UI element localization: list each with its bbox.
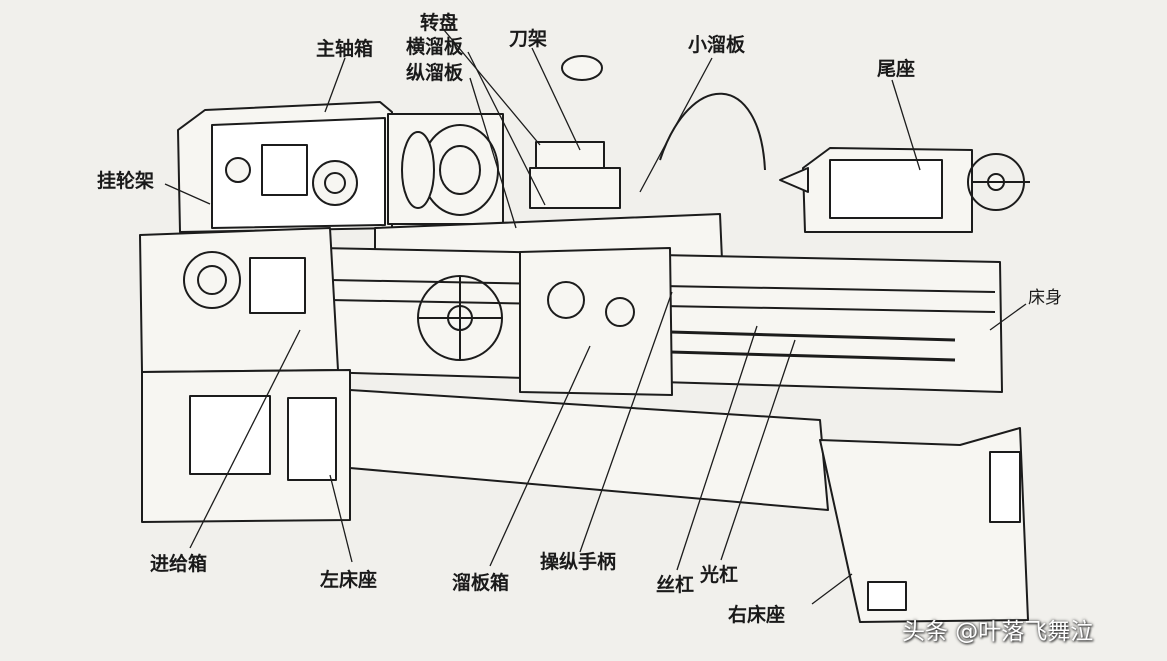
label-change-gear-frame: 挂轮架 [97,170,155,192]
feed-box [139,227,339,373]
label-feed-box: 进给箱 [150,553,208,575]
label-turntable: 转盘 [420,12,459,34]
work-lamp [561,55,603,81]
small-slide [529,167,621,209]
label-bed: 床身 [1028,288,1062,308]
apron-box [519,247,673,396]
headstock-panel [261,144,308,196]
label-small-slide: 小溜板 [688,34,746,56]
label-cross-slide: 横溜板 [406,36,464,58]
label-left-bed-base: 左床座 [320,569,378,591]
coolant-hose [659,92,766,171]
label-apron-box: 溜板箱 [452,572,510,594]
label-longitudinal-slide: 纵溜板 [406,62,464,84]
tool-post [535,141,605,169]
label-operating-handle: 操纵手柄 [540,551,617,573]
label-tool-post: 刀架 [509,28,548,50]
label-feed-rod: 光杠 [700,564,739,586]
chip-tray [349,389,829,511]
label-right-bed-base: 右床座 [728,604,786,626]
label-spindle-box: 主轴箱 [316,38,374,60]
headstock-knob [225,157,251,183]
watermark: 头条 @叶落飞舞泣 [902,619,1094,645]
right-bed-base-shape [819,427,1029,623]
label-tailstock: 尾座 [877,58,916,80]
label-lead-screw: 丝杠 [656,574,695,596]
